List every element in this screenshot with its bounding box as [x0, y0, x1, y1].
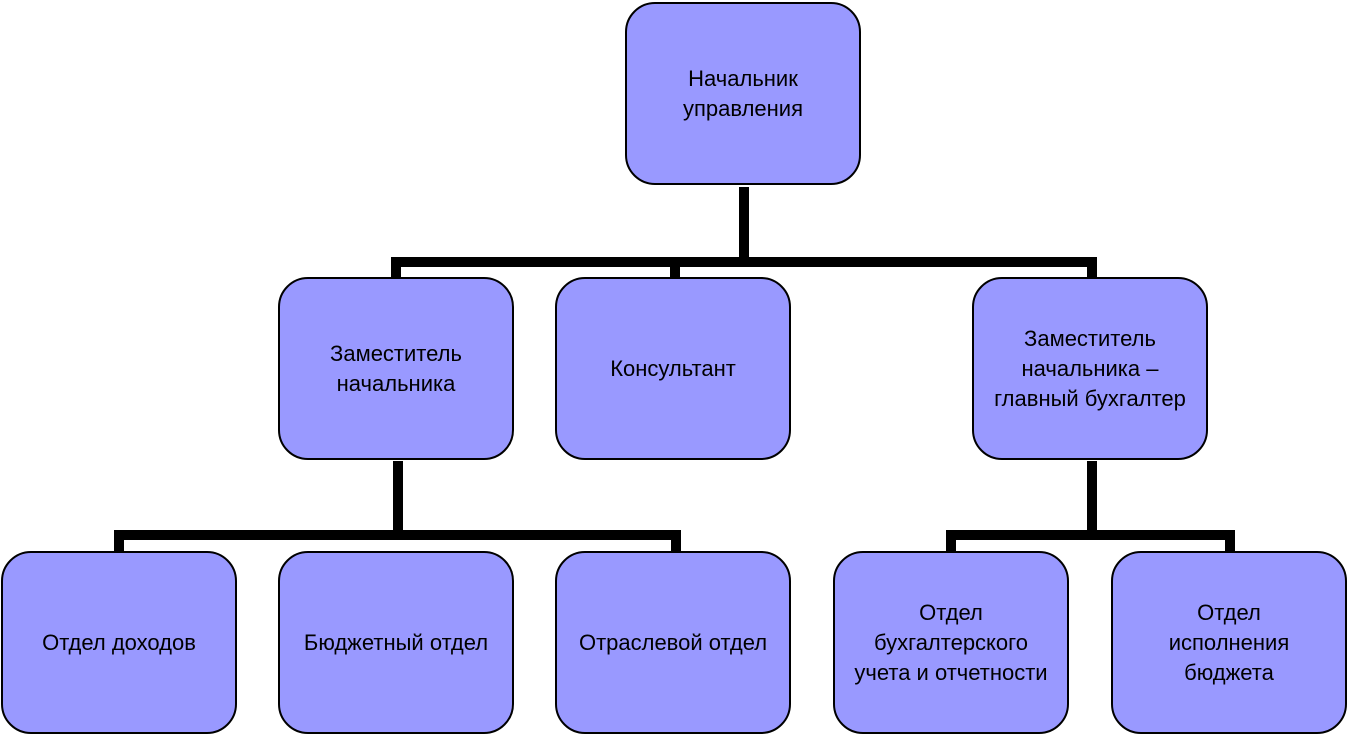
node-consultant: Консультант — [555, 277, 791, 460]
connector-head-to-level2 — [391, 187, 1097, 277]
node-accounting-department: Отдел бухгалтерского учета и отчетности — [833, 551, 1069, 734]
node-deputy-head-chief-accountant: Заместитель начальника – главный бухгалт… — [972, 277, 1208, 460]
connector-deputy-chief-accountant-to-departments — [946, 461, 1235, 551]
node-income-department: Отдел доходов — [1, 551, 237, 734]
node-head-of-administration: Начальник управления — [625, 2, 861, 185]
node-deputy-head: Заместитель начальника — [278, 277, 514, 460]
node-budget-execution-department: Отдел исполнения бюджета — [1111, 551, 1347, 734]
node-sector-department: Отраслевой отдел — [555, 551, 791, 734]
connector-deputy-to-departments — [114, 461, 681, 551]
node-budget-department: Бюджетный отдел — [278, 551, 514, 734]
